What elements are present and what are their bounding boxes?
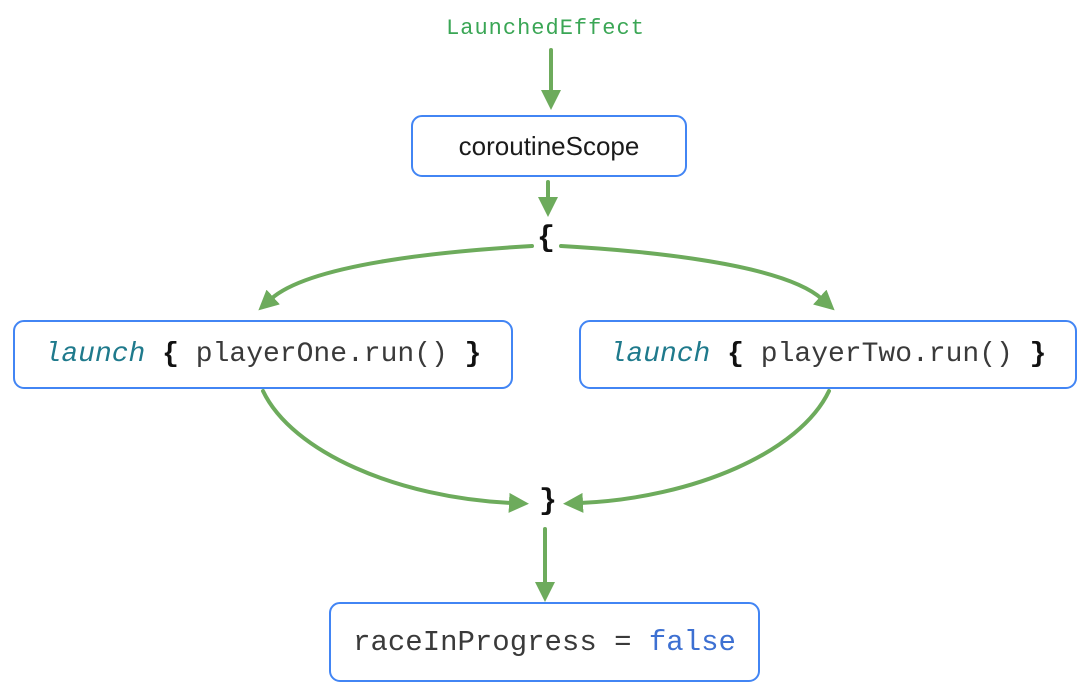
launch-one-body: playerOne.run(): [195, 339, 448, 370]
curve-open-brace-to-launch-two: [559, 244, 835, 311]
open-brace: {: [162, 339, 179, 370]
result-value: false: [648, 625, 736, 659]
scope-open-brace: {: [536, 222, 555, 256]
curve-launch-two-to-close-brace: [563, 389, 831, 513]
curve-launch-one-to-close-brace: [261, 389, 529, 513]
curve-open-brace-to-launch-one: [258, 244, 534, 311]
launch-keyword: launch: [44, 339, 146, 370]
node-race-in-progress: raceInProgress = false: [329, 602, 760, 682]
coroutine-scope-label: coroutineScope: [458, 130, 640, 161]
node-launch-player-one: launch { playerOne.run() }: [13, 320, 513, 389]
node-launch-player-two: launch { playerTwo.run() }: [579, 320, 1077, 389]
launched-effect-label: LaunchedEffect: [446, 16, 645, 41]
node-coroutine-scope: coroutineScope: [411, 115, 687, 177]
close-brace: }: [1029, 339, 1047, 370]
scope-close-brace: }: [538, 485, 557, 519]
equals-sign: =: [614, 625, 632, 659]
close-brace: }: [464, 339, 482, 370]
open-brace: {: [727, 339, 744, 370]
launch-two-body: playerTwo.run(): [760, 339, 1013, 370]
result-variable: raceInProgress: [353, 625, 597, 659]
launch-keyword: launch: [609, 339, 711, 370]
